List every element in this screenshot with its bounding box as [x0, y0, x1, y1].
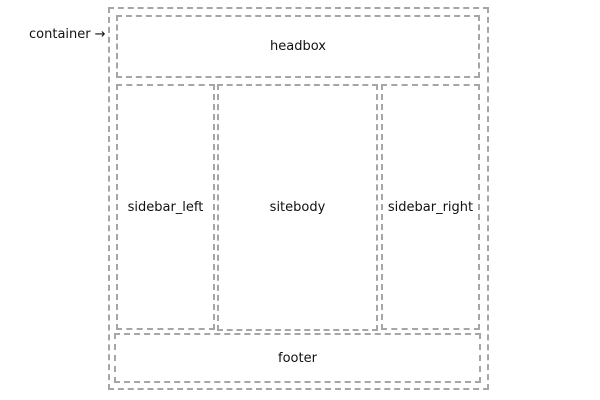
arrow-right-icon: → [94, 27, 106, 42]
sidebar-left-label: sidebar_left [127, 199, 204, 215]
container-pointer: container→ [29, 27, 106, 43]
sidebar-right-label: sidebar_right [387, 199, 474, 215]
footer-label: footer [278, 350, 317, 366]
headbox-label: headbox [270, 39, 326, 54]
sidebar-right-box: sidebar_right [381, 84, 480, 330]
headbox-box: headbox [116, 15, 480, 78]
container-box [108, 7, 489, 390]
container-label: container [29, 27, 91, 42]
sitebody-box: sitebody [217, 84, 378, 331]
footer-box: footer [114, 333, 481, 383]
sitebody-label: sitebody [269, 200, 326, 215]
sidebar-left-box: sidebar_left [116, 84, 215, 330]
